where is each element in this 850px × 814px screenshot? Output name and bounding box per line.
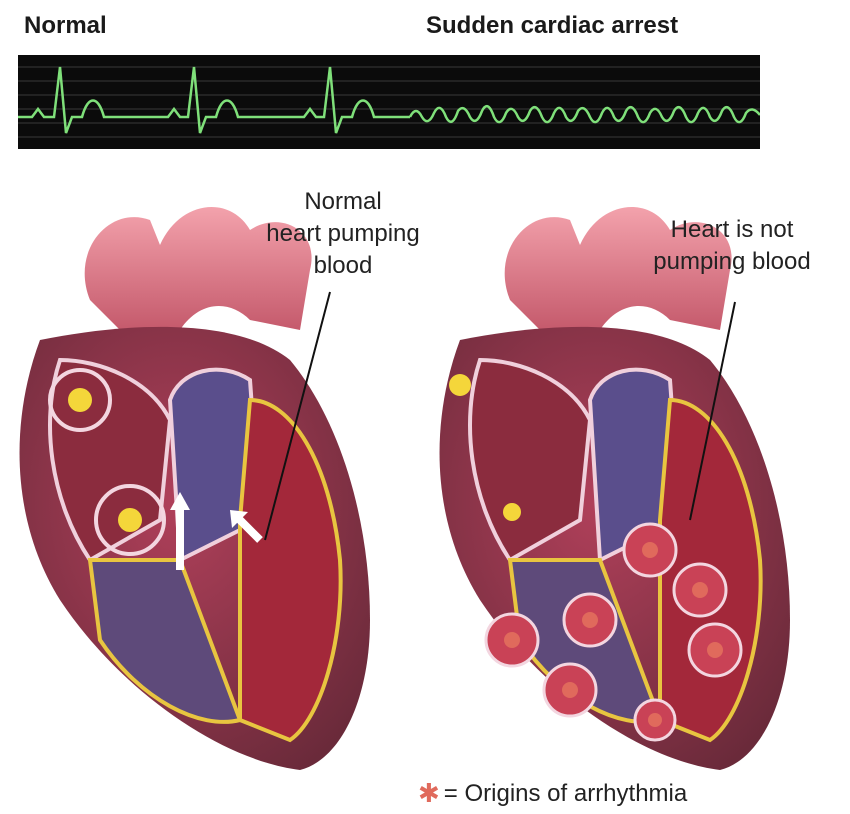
arrest-heart [440, 207, 790, 770]
ecg-strip [18, 55, 760, 149]
star-icon: ✱ [418, 778, 440, 809]
normal-heart [20, 207, 370, 770]
caption-line: Heart is not [612, 214, 850, 246]
caption-line: Normal [228, 186, 458, 218]
caption-line: pumping blood [612, 246, 850, 278]
arrest-heart-caption: Heart is not pumping blood [612, 214, 850, 278]
legend: ✱ = Origins of arrhythmia [418, 778, 687, 809]
ecg-arrest-label: Sudden cardiac arrest [426, 12, 678, 40]
ecg-normal-label: Normal [24, 12, 107, 40]
caption-line: blood [228, 250, 458, 282]
normal-heart-caption: Normal heart pumping blood [228, 186, 458, 282]
caption-line: heart pumping [228, 218, 458, 250]
legend-text: = Origins of arrhythmia [444, 780, 687, 808]
